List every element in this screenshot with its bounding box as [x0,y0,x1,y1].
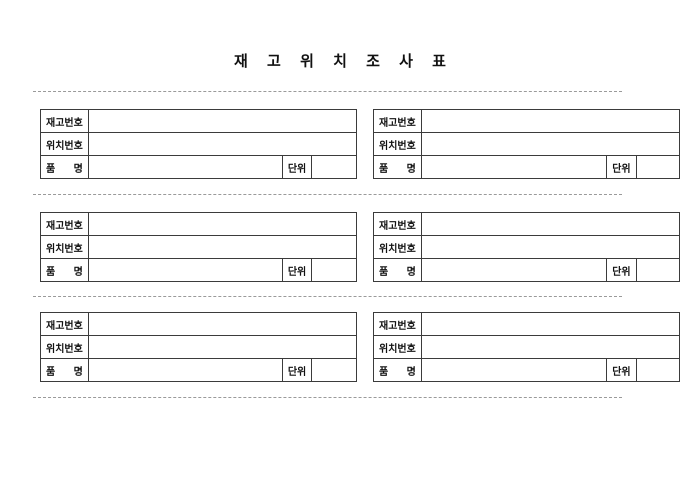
location-number-label: 위치번호 [40,335,89,359]
item-name-input[interactable] [420,358,608,382]
location-number-label: 위치번호 [40,235,89,259]
table-row: 재고번호 [40,212,358,236]
table-row: 재고번호 [373,109,680,133]
unit-input[interactable] [311,358,358,382]
location-number-label: 위치번호 [373,235,422,259]
tear-off-separator-4 [33,397,622,398]
item-name-label: 품 명 [373,258,422,282]
item-name-label: 품 명 [40,155,89,179]
stock-number-label: 재고번호 [40,109,89,133]
stock-number-input[interactable] [87,312,358,336]
item-name-label: 품 명 [373,358,422,382]
table-row: 위치번호 [40,235,358,259]
stock-number-label: 재고번호 [40,312,89,336]
table-row: 재고번호 [40,312,358,336]
location-number-input[interactable] [420,235,680,259]
tear-off-separator-3 [33,296,622,297]
table-row: 재고번호 [373,312,680,336]
location-number-input[interactable] [420,335,680,359]
item-name-input[interactable] [420,155,608,179]
table-row: 위치번호 [373,335,680,359]
location-number-label: 위치번호 [40,132,89,156]
unit-label: 단위 [281,155,313,179]
stock-number-label: 재고번호 [373,212,422,236]
stock-number-input[interactable] [87,212,358,236]
table-row: 품 명 단위 [40,258,358,282]
location-number-input[interactable] [420,132,680,156]
stock-number-input[interactable] [420,109,680,133]
table-row: 품 명 단위 [373,258,680,282]
record-card-1-right: 재고번호 위치번호 품 명 단위 [373,109,680,179]
item-name-input[interactable] [87,155,283,179]
unit-input[interactable] [635,155,680,179]
unit-input[interactable] [311,155,358,179]
table-row: 재고번호 [373,212,680,236]
item-name-label: 품 명 [40,258,89,282]
stock-number-label: 재고번호 [373,312,422,336]
table-row: 품 명 단위 [40,358,358,382]
unit-label: 단위 [281,358,313,382]
table-row: 품 명 단위 [40,155,358,179]
table-row: 위치번호 [40,132,358,156]
location-number-input[interactable] [87,132,358,156]
unit-input[interactable] [311,258,358,282]
unit-input[interactable] [635,258,680,282]
location-number-input[interactable] [87,335,358,359]
table-row: 위치번호 [373,235,680,259]
unit-input[interactable] [635,358,680,382]
stock-number-input[interactable] [420,212,680,236]
item-name-input[interactable] [87,358,283,382]
page-title: 재 고 위 치 조 사 표 [234,52,453,70]
table-row: 품 명 단위 [373,358,680,382]
table-row: 재고번호 [40,109,358,133]
stock-number-input[interactable] [87,109,358,133]
record-card-1-left: 재고번호 위치번호 품 명 단위 [40,109,358,179]
unit-label: 단위 [606,155,637,179]
table-row: 위치번호 [373,132,680,156]
record-card-3-left: 재고번호 위치번호 품 명 단위 [40,312,358,382]
location-number-label: 위치번호 [373,132,422,156]
tear-off-separator-2 [33,194,622,195]
unit-label: 단위 [281,258,313,282]
record-card-3-right: 재고번호 위치번호 품 명 단위 [373,312,680,382]
record-card-2-right: 재고번호 위치번호 품 명 단위 [373,212,680,282]
stock-number-label: 재고번호 [40,212,89,236]
item-name-input[interactable] [420,258,608,282]
table-row: 품 명 단위 [373,155,680,179]
unit-label: 단위 [606,358,637,382]
item-name-label: 품 명 [373,155,422,179]
item-name-label: 품 명 [40,358,89,382]
record-card-2-left: 재고번호 위치번호 품 명 단위 [40,212,358,282]
location-number-input[interactable] [87,235,358,259]
stock-number-label: 재고번호 [373,109,422,133]
tear-off-separator-1 [33,91,622,92]
item-name-input[interactable] [87,258,283,282]
location-number-label: 위치번호 [373,335,422,359]
unit-label: 단위 [606,258,637,282]
stock-number-input[interactable] [420,312,680,336]
table-row: 위치번호 [40,335,358,359]
